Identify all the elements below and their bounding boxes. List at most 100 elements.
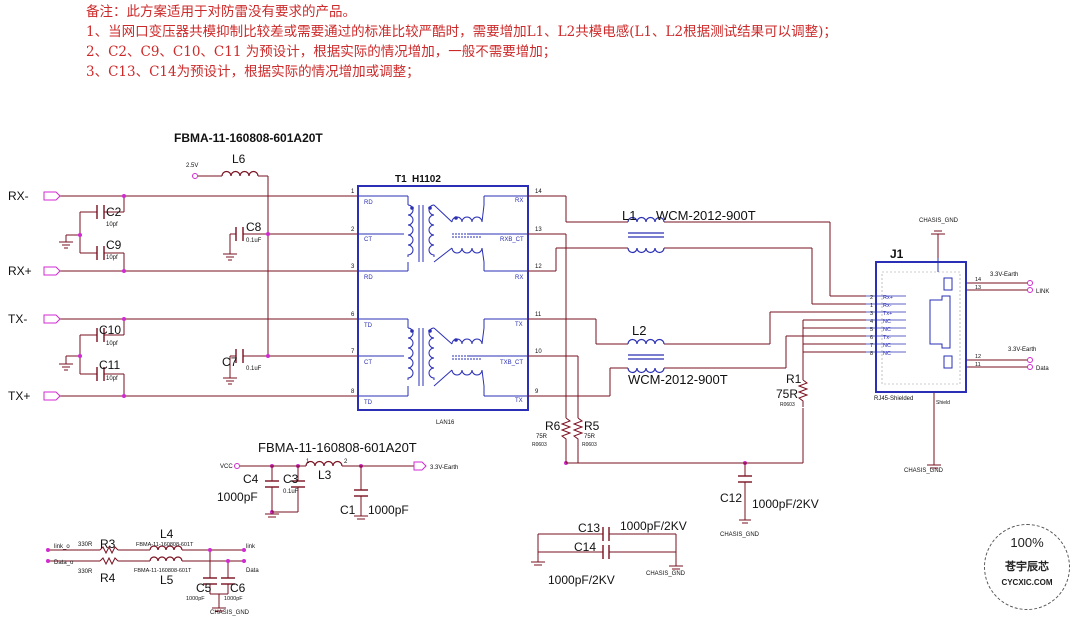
earth-label: 3.3V-Earth: [430, 465, 458, 471]
l5-part: FBMA-11-160808-601T: [134, 568, 192, 574]
chasis-bot-label: CHASIS_GND: [904, 468, 944, 474]
l6-label: L6: [232, 152, 246, 166]
l2-part: WCM-2012-900T: [628, 372, 728, 387]
ferrite-mid-label: FBMA-11-160808-601A20T: [258, 440, 417, 455]
led-circuit: [48, 545, 244, 608]
c7-value: 0.1uF: [246, 366, 262, 372]
t1-td2: TD: [364, 400, 373, 406]
l3-label: L3: [318, 468, 332, 482]
port-rxm: RX-: [8, 189, 29, 203]
c13-value: 1000pF/2KV: [620, 519, 687, 533]
t1-tx2: TX: [515, 398, 523, 404]
j1-shield: Shield: [936, 400, 950, 406]
c10-value: 10pf: [106, 341, 118, 347]
j1-p8: 8: [870, 351, 873, 357]
t1-rx1: RX: [515, 198, 523, 204]
c14-gnd: CHASIS_GND: [646, 571, 686, 577]
r5-value: 75R: [584, 434, 596, 440]
t1-ct2: CT: [364, 360, 372, 366]
c3-label: C3: [283, 472, 299, 486]
j1-rxp: Rx+: [883, 295, 893, 301]
j1-p1: 1: [870, 303, 873, 309]
l6-inductor: [221, 170, 259, 177]
r1-label: R1: [786, 372, 802, 386]
j1-nc3: NC: [883, 343, 891, 349]
data-label: Data: [1036, 366, 1049, 372]
ferrite-top-label: FBMA-11-160808-601A20T: [174, 131, 323, 145]
port-txp: TX+: [8, 389, 30, 403]
j1-p6: 6: [870, 335, 873, 341]
pin-1: 1: [351, 189, 355, 195]
c1-label: C1: [340, 503, 356, 517]
c2-value: 10pf: [106, 222, 118, 228]
t1-rd1: RD: [364, 200, 373, 206]
c13-c14-plates: [531, 527, 683, 570]
pin-3: 3: [351, 264, 355, 270]
j1-p14: 14: [975, 277, 981, 283]
c11-label: C11: [99, 358, 120, 372]
j1-p3: 3: [870, 311, 873, 317]
v25-label: 2.5V: [186, 163, 198, 169]
v25-node: [192, 173, 198, 179]
link-supply: 3.3V-Earth: [990, 272, 1018, 278]
pin-2: 2: [351, 227, 355, 233]
stamp-url: CYCXIC.COM: [1001, 578, 1053, 587]
pin-13: 13: [535, 227, 542, 233]
c8-label: C8: [246, 220, 262, 234]
power-caps: [265, 480, 368, 520]
input-wires: [60, 175, 358, 397]
j1-txp: Tx+: [883, 311, 892, 317]
j1-nc1: NC: [883, 319, 891, 325]
c2-label: C2: [106, 205, 122, 219]
r6-pkg: R0603: [532, 442, 547, 448]
j1-txm: Tx-: [883, 335, 891, 341]
j1-rxm: Rx-: [883, 303, 892, 309]
t1-td1: TD: [364, 323, 373, 329]
data-supply: 3.3V-Earth: [1008, 347, 1036, 353]
t1-label: T1: [395, 174, 407, 185]
earth-port: [413, 461, 427, 471]
c4-label: C4: [243, 472, 259, 486]
common-mode-chokes: [627, 216, 665, 374]
c12-label: C12: [720, 491, 742, 505]
note-2: 2、C2、C9、C10、C11 为预设计，根据实际的情况增加，一般不需要增加；: [86, 44, 557, 60]
c13-c14-net: [537, 533, 677, 566]
vcc-node: [234, 463, 240, 469]
output-wires: [528, 195, 1028, 520]
c11-value: 10pf: [106, 376, 118, 382]
termination-resistors: [560, 379, 809, 442]
t1-part: H1102: [412, 174, 441, 185]
r4-value: 330R: [78, 569, 93, 575]
c9-value: 10pf: [106, 255, 118, 261]
t1-sub: LAN16: [436, 420, 455, 426]
pin-14: 14: [535, 189, 542, 195]
l3-pin1: 1: [306, 459, 310, 465]
junction-dots: [78, 194, 747, 514]
j1-p12: 12: [975, 354, 981, 360]
ground-symbols-left: [59, 241, 237, 385]
c8-value: 0.1uF: [246, 238, 262, 244]
c5-value: 1000pF: [186, 596, 205, 602]
t1-tx1: TX: [515, 322, 523, 328]
note-1: 1、当网口变压器共模抑制比较差或需要通过的标准比较严酷时，需要增加L1、L2共模…: [86, 24, 837, 40]
c13-label: C13: [578, 521, 600, 535]
c14-label: C14: [574, 540, 596, 554]
j1-p11: 11: [975, 362, 981, 368]
led-caps: [203, 577, 235, 612]
led-dots: [46, 548, 246, 563]
j1-p7: 7: [870, 343, 873, 349]
rj45-connector-j1: [866, 258, 967, 393]
r1-pkg: R0603: [780, 402, 795, 408]
r3-value: 330R: [78, 542, 93, 548]
c10-label: C10: [99, 323, 121, 337]
labels: FBMA-11-160808-601A20T L6 2.5V RX- RX+ T…: [8, 131, 1049, 616]
c14-value: 1000pF/2KV: [548, 573, 615, 587]
transformer-t1: [357, 185, 529, 411]
r6-label: R6: [545, 419, 561, 433]
c1-value: 1000pF: [368, 503, 409, 517]
l5-label: L5: [160, 573, 174, 587]
link-label: LINK: [1036, 289, 1049, 295]
t1-rd2: RD: [364, 275, 373, 281]
j1-nc2: NC: [883, 327, 891, 333]
data-o-label: Data_o: [54, 560, 74, 566]
